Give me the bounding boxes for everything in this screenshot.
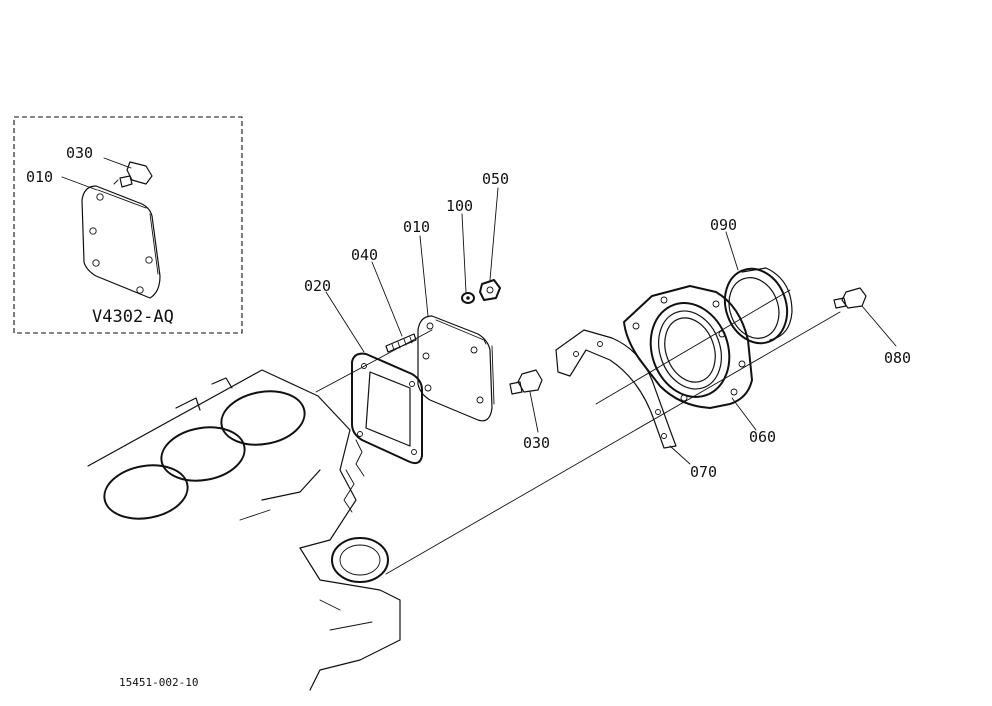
housing-060: [623, 285, 753, 409]
leader-020: [325, 291, 365, 353]
leader-090: [725, 231, 739, 271]
inset-leader-010: [61, 176, 98, 191]
callout-090: 090: [710, 216, 737, 234]
nut-050: [479, 279, 501, 301]
figure-id: 15451-002-10: [119, 676, 198, 689]
callout-080: 080: [884, 349, 911, 367]
leader-080: [861, 305, 897, 347]
inset-model-label: V4302-AQ: [92, 307, 174, 327]
leader-060: [731, 397, 757, 431]
washer-100: [461, 292, 475, 304]
gasket-070: [555, 329, 677, 449]
inset-border: [13, 116, 243, 334]
cylinder-bore-2: [160, 426, 246, 482]
inset-leader-030: [103, 157, 132, 169]
leader-030: [529, 391, 539, 433]
leader-010: [419, 235, 429, 317]
centerline-crank: [385, 311, 841, 575]
bolt-030: [509, 369, 543, 395]
stud-040: [385, 333, 417, 353]
gasket-020: [351, 352, 423, 465]
inset-bolt-030: [113, 161, 153, 188]
cylinder-bore-3: [103, 464, 189, 520]
oil-seal-090: [723, 267, 793, 345]
leader-070: [669, 445, 691, 465]
callout-040: 040: [351, 246, 378, 264]
crank-boss: [331, 537, 389, 583]
callout-010: 010: [403, 218, 430, 236]
inset-callout-030: 030: [66, 144, 93, 162]
callout-100: 100: [446, 197, 473, 215]
callout-050: 050: [482, 170, 509, 188]
leader-040: [371, 261, 403, 337]
callout-020: 020: [304, 277, 331, 295]
leader-050: [489, 187, 499, 281]
inset-cover-plate: [81, 185, 161, 299]
bolt-080: [833, 287, 867, 309]
cover-plate-010: [417, 315, 495, 422]
cylinder-bore-1: [220, 390, 306, 446]
inset-callout-010: 010: [26, 168, 53, 186]
engine-block: [87, 369, 401, 691]
inset-panel: 030 010 V4302-AQ: [13, 116, 243, 334]
callout-030: 030: [523, 434, 550, 452]
callout-070: 070: [690, 463, 717, 481]
leader-100: [461, 213, 467, 293]
centerline-seal: [595, 289, 791, 405]
callout-060: 060: [749, 428, 776, 446]
centerline-upper: [315, 329, 433, 393]
